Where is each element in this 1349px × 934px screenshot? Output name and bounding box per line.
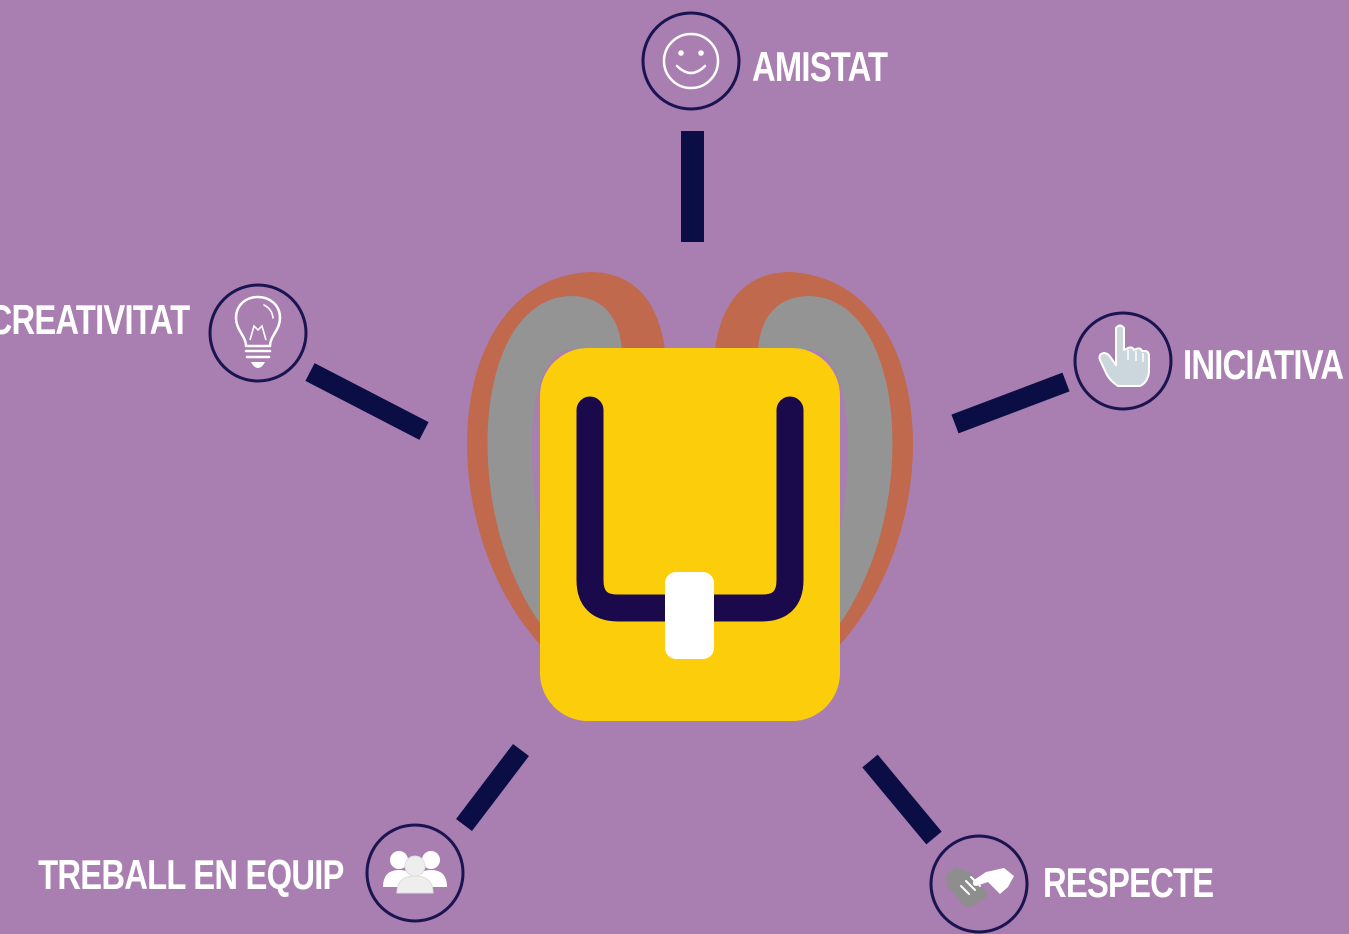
label-amistat: AMISTAT — [752, 46, 887, 88]
label-iniciativa: INICIATIVA — [1183, 344, 1343, 386]
label-respecte: RESPECTE — [1043, 862, 1213, 904]
team-icon — [383, 851, 447, 893]
bag-buckle — [665, 572, 714, 659]
connector-amistat — [681, 131, 704, 242]
label-treball-en-equip: TREBALL EN EQUIP — [39, 854, 344, 896]
label-creativitat: CREATIVITAT — [0, 299, 189, 341]
